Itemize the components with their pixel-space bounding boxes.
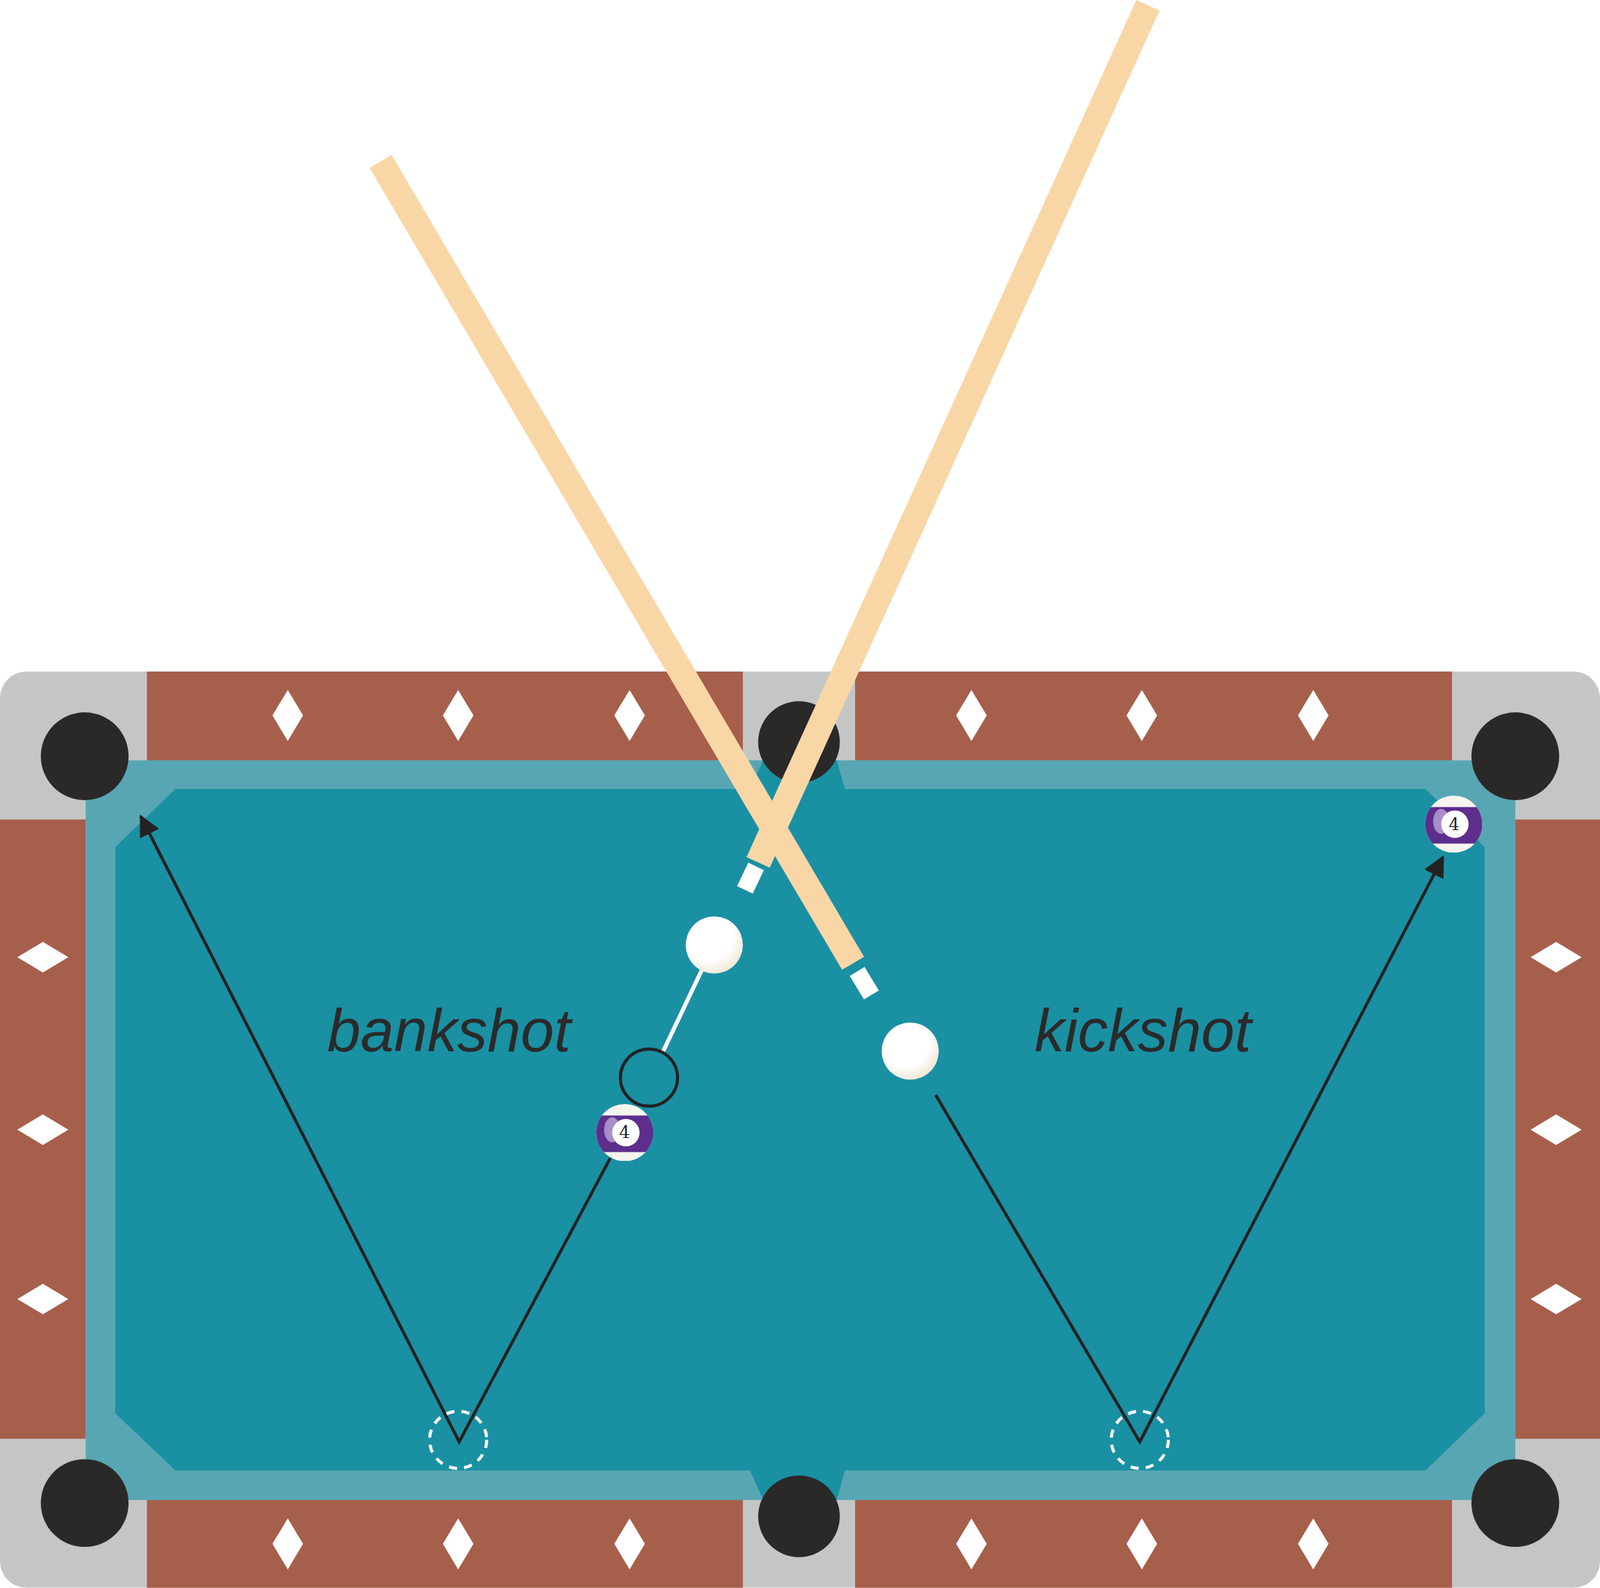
pool-ball: 4 xyxy=(1425,795,1483,854)
ball-number: 4 xyxy=(1425,795,1483,854)
shot-label: bankshot xyxy=(327,996,571,1066)
ball-number: 4 xyxy=(596,1104,654,1162)
shot-label: kickshot xyxy=(1034,996,1252,1066)
pool-ball: 4 xyxy=(596,1104,654,1162)
